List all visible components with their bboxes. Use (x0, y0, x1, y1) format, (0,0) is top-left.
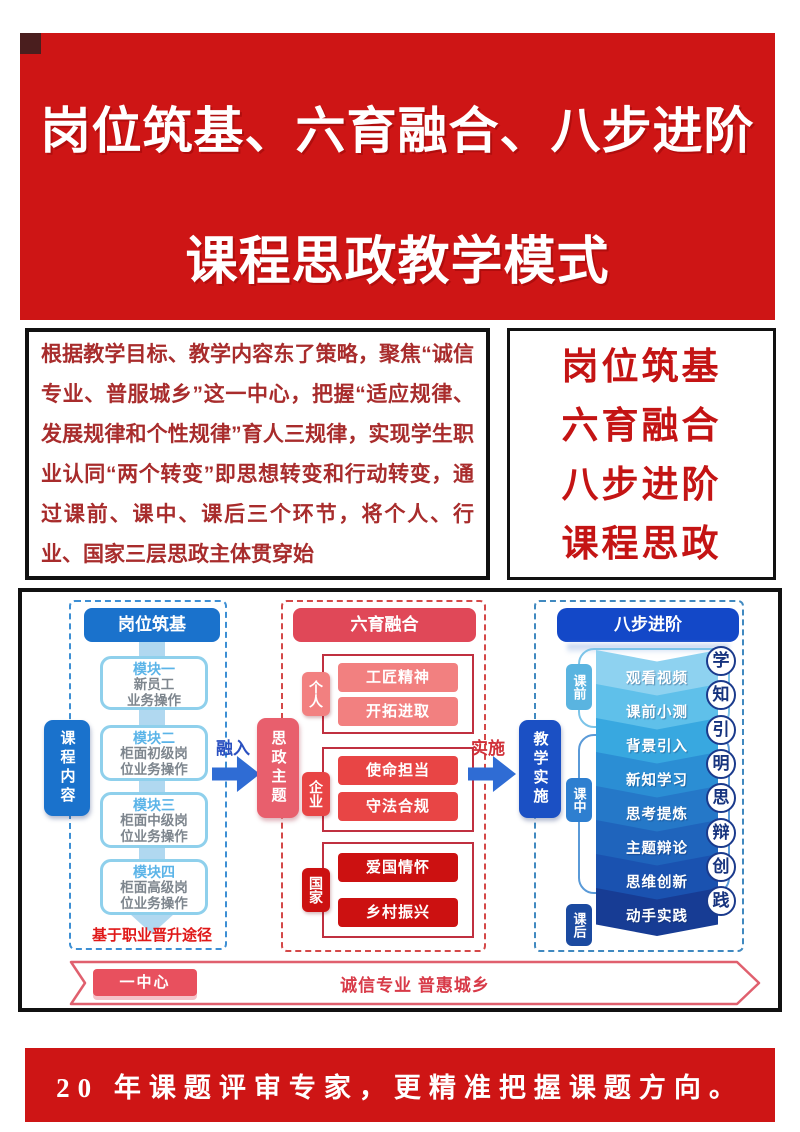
module-title: 模块三 (133, 797, 175, 813)
stage-tab-pre-class: 课前 (566, 664, 592, 710)
ideology-theme-pill: 思政主题 (257, 718, 299, 818)
one-center-badge: 一中心 (93, 969, 197, 996)
module-box-4: 模块四 柜面高级岗 位业务操作 (100, 859, 208, 915)
one-center-banner: 一中心 诚信专业 普惠城乡 (69, 960, 761, 1006)
center-column-header: 六育融合 (293, 608, 476, 642)
teaching-implementation-pill: 教学实施 (519, 720, 561, 818)
theme-item: 工匠精神 (338, 663, 458, 692)
step-badge: 创 (706, 852, 736, 882)
course-content-pill: 课程内容 (44, 720, 90, 816)
title-banner: 岗位筑基、六育融合、八步进阶 课程思政教学模式 (20, 33, 775, 320)
keyword-item: 八步进阶 (561, 465, 722, 506)
step-badge: 知 (706, 680, 736, 710)
module-line: 柜面初级岗 (120, 746, 188, 761)
module-title: 模块二 (133, 730, 175, 746)
step-badge: 辩 (706, 818, 736, 848)
one-center-text: 诚信专业 普惠城乡 (340, 976, 490, 995)
diagram-panel: 岗位筑基 模块一 新员工 业务操作 模块二 柜面初级岗 位业务操作 模块三 柜面… (18, 588, 782, 1012)
left-column-header: 岗位筑基 (84, 608, 220, 642)
module-line: 业务操作 (127, 693, 181, 708)
keyword-item: 课程思政 (561, 524, 722, 565)
group-tab-personal: 个人 (302, 672, 330, 716)
implement-arrow-label: 实施 (471, 739, 505, 758)
module-box-3: 模块三 柜面中级岗 位业务操作 (100, 792, 208, 848)
step-badge: 学 (706, 646, 736, 676)
footer-bar: 20 年课题评审专家，更精准把握课题方向。 (25, 1048, 775, 1122)
group-tab-nation: 国家 (302, 868, 330, 912)
module-line: 位业务操作 (120, 829, 188, 844)
module-box-2: 模块二 柜面初级岗 位业务操作 (100, 725, 208, 781)
intro-box: 根据教学目标、教学内容东了策略，聚焦“诚信专业、普服城乡”这一中心，把握“适应规… (25, 328, 490, 580)
theme-item: 守法合规 (338, 792, 458, 821)
step-badge: 引 (706, 715, 736, 745)
module-title: 模块四 (133, 864, 175, 880)
theme-item: 开拓进取 (338, 697, 458, 726)
module-line: 新员工 (133, 677, 175, 692)
keyword-item: 岗位筑基 (561, 347, 722, 388)
right-column-header: 八步进阶 (557, 608, 739, 642)
keyword-item: 六育融合 (561, 406, 722, 447)
poster-title-line2: 课程思政教学模式 (185, 234, 610, 291)
banner-arrow-shape (69, 960, 761, 1006)
step-badge: 思 (706, 783, 736, 813)
step-badge: 明 (706, 749, 736, 779)
theme-item: 乡村振兴 (338, 898, 458, 927)
theme-item: 使命担当 (338, 756, 458, 785)
stage-tab-in-class: 课中 (566, 778, 592, 822)
module-line: 柜面中级岗 (120, 813, 188, 828)
module-line: 柜面高级岗 (120, 880, 188, 895)
stage-tab-after-class: 课后 (566, 904, 592, 946)
step-badge: 践 (706, 886, 736, 916)
group-tab-enterprise: 企业 (302, 772, 330, 816)
module-box-1: 模块一 新员工 业务操作 (100, 656, 208, 710)
module-line: 位业务操作 (120, 896, 188, 911)
keywords-box: 岗位筑基 六育融合 八步进阶 课程思政 (507, 328, 776, 580)
module-line: 位业务操作 (120, 762, 188, 777)
merge-arrow-label: 融入 (216, 739, 250, 758)
footer-slogan: 20 年课题评审专家，更精准把握课题方向。 (56, 1072, 744, 1103)
poster-title-line1: 岗位筑基、六育融合、八步进阶 (40, 103, 755, 159)
corner-decoration (20, 33, 41, 54)
intro-paragraph: 根据教学目标、教学内容东了策略，聚焦“诚信专业、普服城乡”这一中心，把握“适应规… (41, 343, 474, 566)
module-title: 模块一 (133, 661, 175, 677)
theme-item: 爱国情怀 (338, 853, 458, 882)
left-column-caption: 基于职业晋升途径 (91, 927, 212, 944)
